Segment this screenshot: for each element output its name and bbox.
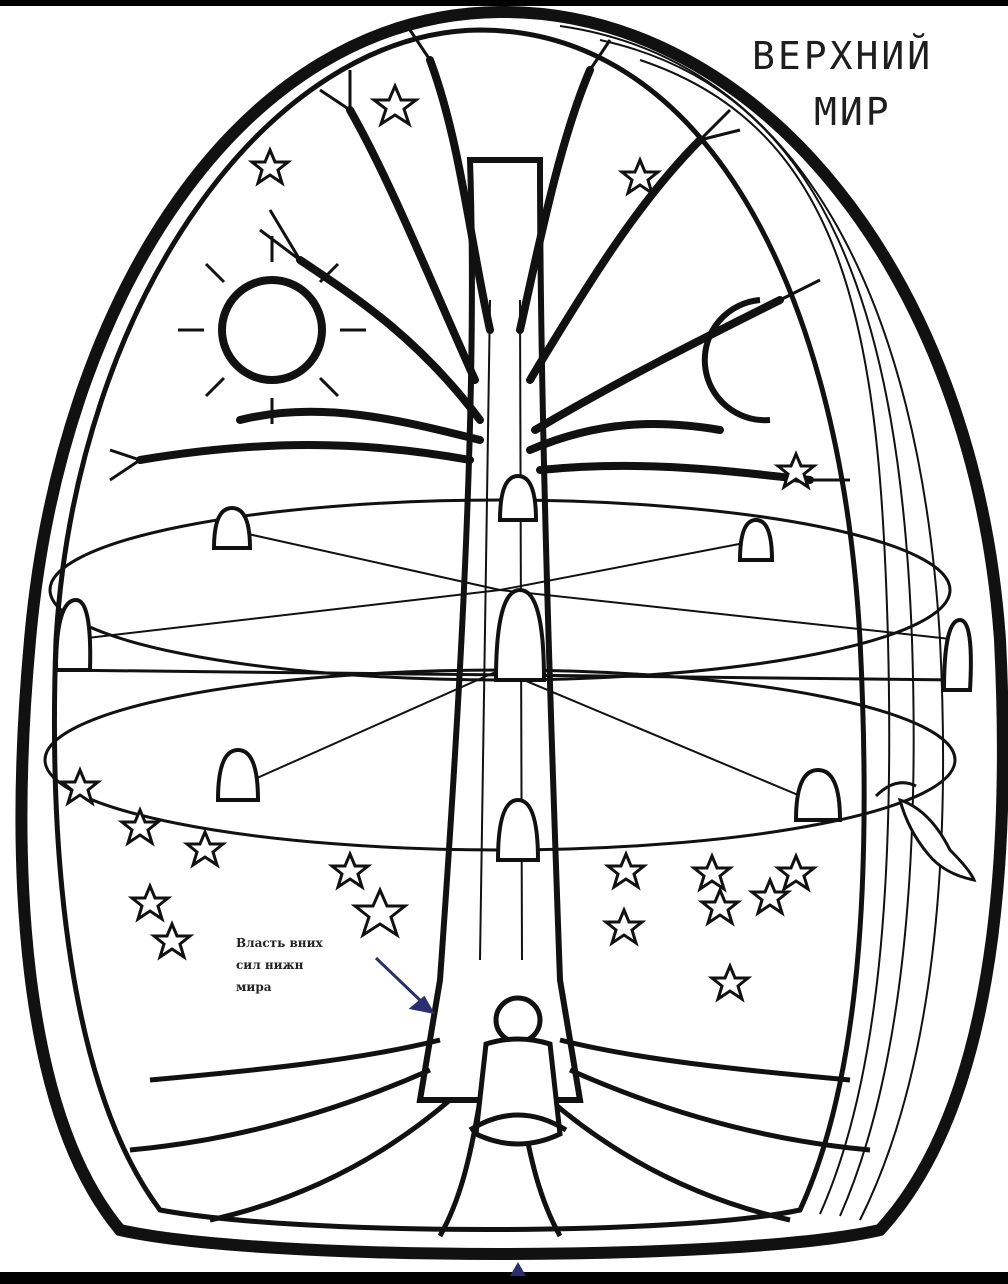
title-line-2: МИР <box>752 84 1008 140</box>
roots-annotation-line-2: сил нижн <box>236 954 354 976</box>
roots-annotation: Власть вних сил нижн мира <box>236 932 354 998</box>
title-line-1: ВЕРХНИЙ <box>752 34 933 78</box>
roots-annotation-line-3: мира <box>236 976 354 998</box>
diagram-title: ВЕРХНИЙ МИР <box>752 28 1008 140</box>
roots-annotation-line-1: Власть вних <box>236 932 354 954</box>
